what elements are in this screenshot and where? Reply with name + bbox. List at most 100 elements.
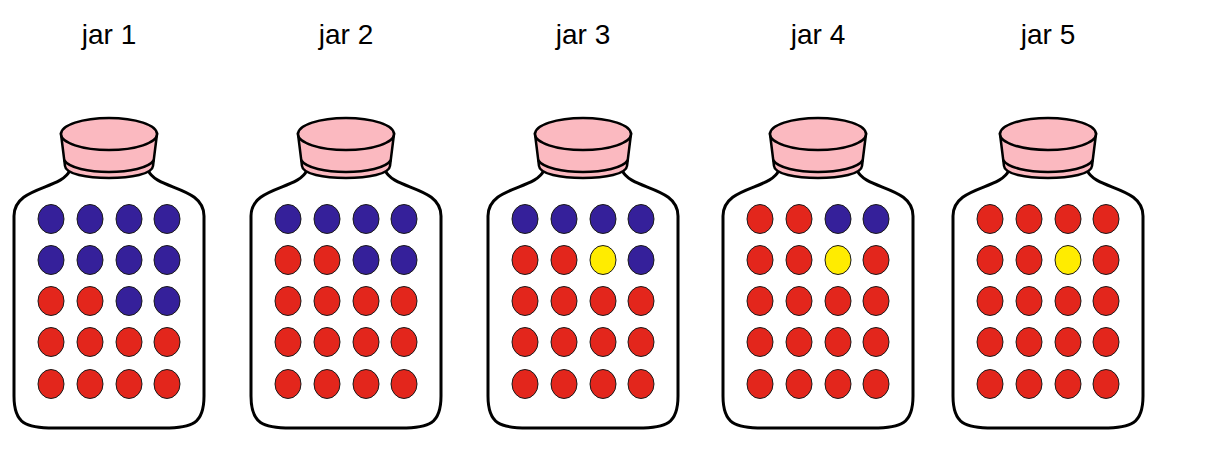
jar-lid-top	[535, 118, 631, 150]
jar-body	[251, 170, 441, 428]
jar: jar 5	[943, 0, 1153, 454]
marble	[1055, 287, 1081, 316]
marble	[391, 205, 417, 234]
jar-outline	[4, 0, 214, 454]
marble	[551, 287, 577, 316]
marble	[77, 205, 103, 234]
marble	[977, 205, 1003, 234]
jar-label-box: jar 3	[478, 18, 688, 52]
lid-band	[64, 160, 154, 172]
marble	[825, 287, 851, 316]
jar-body	[723, 170, 913, 428]
jar: jar 2	[241, 0, 451, 454]
marble	[1016, 328, 1042, 357]
jar-lid-top	[61, 118, 157, 150]
marble	[1093, 205, 1119, 234]
marble	[747, 246, 773, 275]
marble	[353, 246, 379, 275]
lid-band	[301, 160, 391, 172]
jar: jar 4	[713, 0, 923, 454]
jar-label: jar 1	[82, 19, 136, 50]
marble	[391, 287, 417, 316]
marble	[1055, 370, 1081, 399]
marble	[1055, 328, 1081, 357]
marble	[590, 370, 616, 399]
marble	[786, 246, 812, 275]
marble	[77, 287, 103, 316]
marble	[747, 370, 773, 399]
marble	[154, 287, 180, 316]
jar-body	[488, 170, 678, 428]
marble	[38, 205, 64, 234]
marble	[551, 370, 577, 399]
jar-outline	[713, 0, 923, 454]
marble	[353, 205, 379, 234]
marble	[590, 205, 616, 234]
marble	[391, 370, 417, 399]
marble	[551, 205, 577, 234]
marble	[628, 205, 654, 234]
marble	[353, 287, 379, 316]
marble	[1093, 328, 1119, 357]
marble	[314, 328, 340, 357]
jar-label-box: jar 4	[713, 18, 923, 52]
marble	[1093, 287, 1119, 316]
marble	[154, 328, 180, 357]
marble	[590, 246, 616, 275]
marble	[512, 246, 538, 275]
marble	[1016, 205, 1042, 234]
marble	[1055, 246, 1081, 275]
marble	[154, 205, 180, 234]
marble	[825, 328, 851, 357]
marble	[391, 328, 417, 357]
jar-body	[953, 170, 1143, 428]
jar-lid-top	[770, 118, 866, 150]
marble	[512, 328, 538, 357]
marble	[1093, 246, 1119, 275]
jar-label: jar 3	[556, 19, 610, 50]
marble	[154, 370, 180, 399]
marble	[825, 205, 851, 234]
jar: jar 1	[4, 0, 214, 454]
marble	[512, 370, 538, 399]
jar-label-box: jar 1	[4, 18, 214, 52]
marble	[314, 205, 340, 234]
marble	[747, 287, 773, 316]
marble	[786, 287, 812, 316]
jar-label-box: jar 2	[241, 18, 451, 52]
marble	[353, 328, 379, 357]
marble	[590, 287, 616, 316]
marble	[275, 328, 301, 357]
lid-band	[773, 160, 863, 172]
marble	[977, 370, 1003, 399]
jar: jar 3	[478, 0, 688, 454]
marble	[977, 328, 1003, 357]
marble	[825, 246, 851, 275]
jar-outline	[478, 0, 688, 454]
marble	[825, 370, 851, 399]
marble	[628, 370, 654, 399]
marble	[77, 370, 103, 399]
marble	[77, 246, 103, 275]
jar-lid-top	[298, 118, 394, 150]
marble	[628, 328, 654, 357]
marble	[314, 370, 340, 399]
marble	[863, 328, 889, 357]
marble	[275, 370, 301, 399]
marble	[275, 287, 301, 316]
marble	[786, 205, 812, 234]
marble	[38, 328, 64, 357]
marble	[747, 205, 773, 234]
jar-label-box: jar 5	[943, 18, 1153, 52]
marble	[863, 370, 889, 399]
marble	[116, 205, 142, 234]
marble	[353, 370, 379, 399]
marble	[77, 328, 103, 357]
marble	[1016, 246, 1042, 275]
marble	[786, 328, 812, 357]
marble	[38, 246, 64, 275]
marble	[977, 246, 1003, 275]
jar-label: jar 2	[319, 19, 373, 50]
marble	[628, 246, 654, 275]
